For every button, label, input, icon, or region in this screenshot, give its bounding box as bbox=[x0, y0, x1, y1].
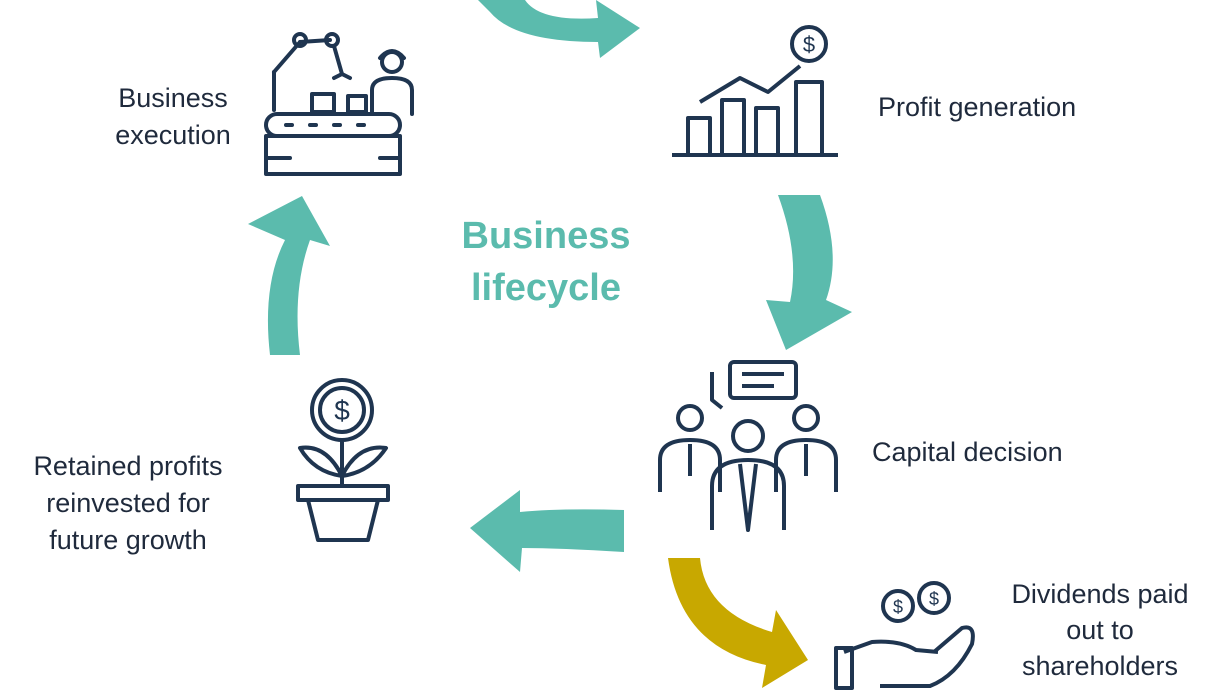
label-line: future growth bbox=[49, 525, 207, 555]
label-line: Capital decision bbox=[872, 437, 1063, 467]
bar-chart-dollar-icon: $ bbox=[672, 25, 838, 157]
arrow-bottom-left bbox=[470, 490, 624, 572]
svg-text:$: $ bbox=[893, 597, 903, 617]
center-title: Business lifecycle bbox=[430, 210, 662, 314]
arrow-right bbox=[766, 195, 852, 350]
factory-worker-conveyor-icon bbox=[264, 32, 414, 176]
center-title-line1: Business bbox=[461, 215, 631, 257]
label-line: out to bbox=[1066, 615, 1134, 645]
label-line: shareholders bbox=[1021, 651, 1179, 681]
center-title-line2: lifecycle bbox=[471, 267, 621, 309]
label-line: reinvested for bbox=[46, 488, 210, 518]
arrow-left bbox=[248, 196, 330, 355]
money-plant-icon: $ bbox=[296, 378, 390, 542]
arrow-dividend bbox=[668, 558, 808, 688]
label-business-execution: Business execution bbox=[98, 80, 248, 154]
label-line: execution bbox=[115, 120, 231, 150]
label-line: Dividends paid bbox=[1011, 579, 1189, 609]
label-line: Business bbox=[118, 83, 228, 113]
label-profit-generation: Profit generation bbox=[878, 89, 1076, 126]
hand-coins-icon: $ $ bbox=[834, 581, 975, 690]
label-line: Profit generation bbox=[878, 92, 1077, 122]
svg-text:$: $ bbox=[803, 32, 815, 57]
cycle-arrows bbox=[248, 0, 852, 572]
label-dividends: Dividends paid out to shareholders bbox=[988, 576, 1212, 684]
label-line: Retained profits bbox=[33, 451, 223, 481]
label-capital-decision: Capital decision bbox=[872, 434, 1063, 471]
arrow-top bbox=[478, 0, 640, 58]
label-retained-profits: Retained profits reinvested for future g… bbox=[12, 448, 244, 559]
svg-text:$: $ bbox=[929, 589, 939, 609]
svg-text:$: $ bbox=[334, 395, 350, 426]
meeting-people-icon bbox=[658, 360, 838, 532]
